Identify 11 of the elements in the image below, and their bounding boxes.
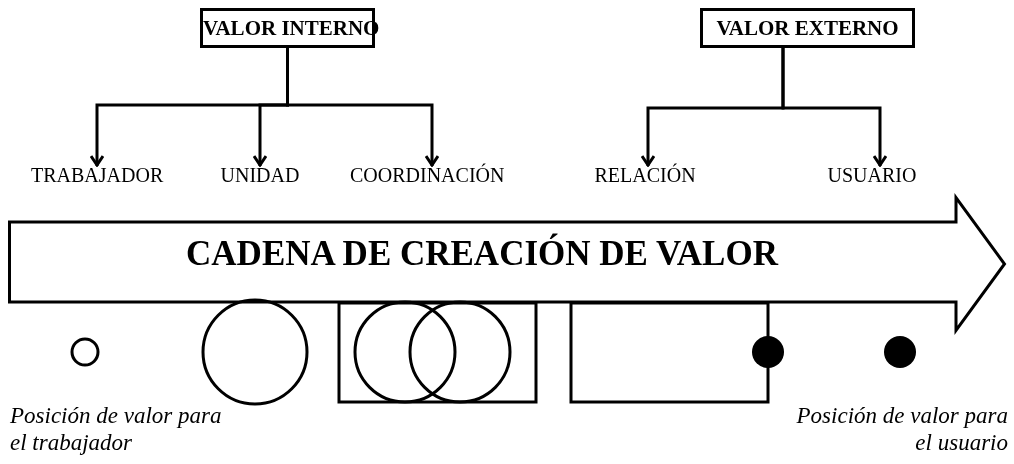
caption-text: Posición de valor para el usuario	[795, 402, 1008, 456]
caption-text: Posición de valor para el trabajador	[10, 402, 223, 456]
category-label: TRABAJADOR	[31, 164, 164, 187]
category-label: COORDINACIÓN	[350, 164, 505, 187]
banner-title: CADENA DE CREACIÓN DE VALOR	[186, 234, 778, 273]
arrow	[286, 48, 440, 167]
category-label: UNIDAD	[220, 164, 300, 187]
heading-box: VALOR EXTERNO	[700, 8, 915, 48]
category-label: USUARIO	[827, 164, 917, 187]
arrow	[781, 48, 888, 167]
category-label: RELACIÓN	[594, 164, 696, 187]
